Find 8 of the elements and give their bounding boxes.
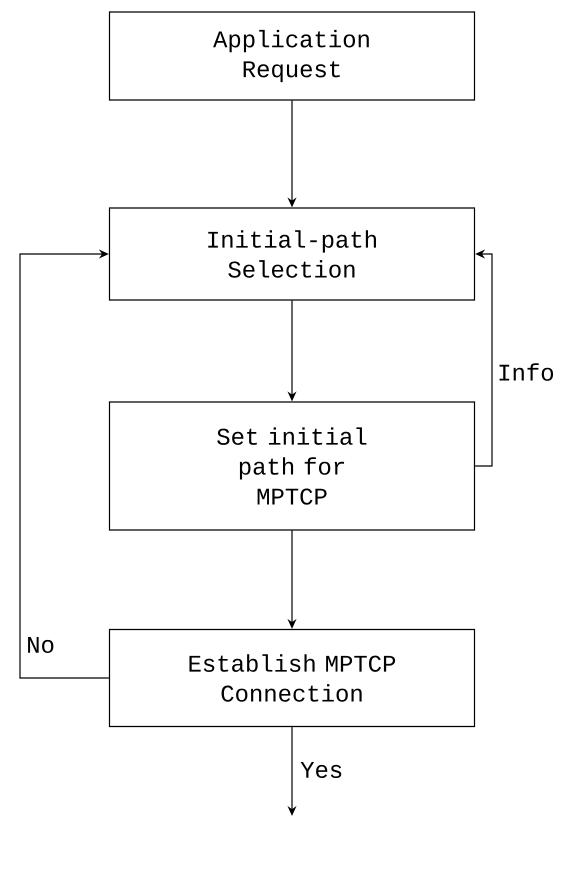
process-box: Initial-path Selection — [108, 207, 476, 301]
edge-label: Yes — [298, 760, 346, 780]
process-box: Application Request — [108, 11, 476, 101]
edge-label: No — [24, 635, 57, 655]
process-box: Establish MPTCP Connection — [108, 628, 476, 728]
edge-label: Info — [495, 361, 557, 383]
process-box: Set initial path for MPTCP — [108, 401, 476, 531]
arrow — [19, 249, 109, 679]
